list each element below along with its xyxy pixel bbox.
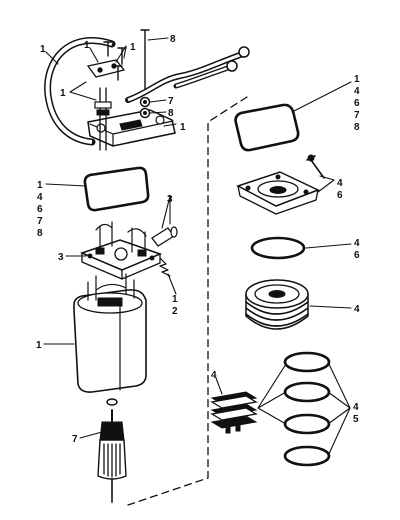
callout-c17: 6 — [354, 250, 360, 261]
callout-c02: 1 — [84, 40, 90, 51]
svg-text:7: 7 — [354, 110, 360, 121]
svg-text:8: 8 — [354, 122, 360, 133]
svg-text:4: 4 — [37, 192, 43, 203]
callout-c20: 4 — [211, 370, 217, 381]
callout-c14: 1 — [172, 294, 178, 305]
callout-c02b: 1 — [60, 88, 66, 99]
callout-c21: 4 — [353, 402, 359, 413]
brush-and-spring — [151, 226, 178, 277]
gasket-right — [234, 103, 300, 152]
svg-text:1: 1 — [354, 74, 360, 85]
callout-c22: 5 — [353, 414, 359, 425]
callout-c07: 1 — [180, 122, 186, 133]
callout-c03: 1 — [130, 42, 136, 53]
svg-text:1: 1 — [37, 180, 43, 191]
callout-c13: 3 — [58, 252, 64, 263]
brush-holder — [79, 221, 163, 280]
callout-c12: 3 — [167, 194, 173, 205]
callout-c01: 1 — [40, 44, 46, 55]
callout-c10: 4 — [337, 178, 343, 189]
callout-stack-left: 1 4 6 7 8 — [37, 180, 43, 239]
leader-lines — [43, 37, 352, 457]
svg-text:6: 6 — [354, 98, 360, 109]
callout-c16: 4 — [354, 238, 360, 249]
callout-stack-right: 1 4 6 7 8 — [354, 74, 360, 133]
dashed-boundary-line — [127, 96, 248, 506]
end-cap-assembly — [44, 29, 250, 151]
callout-c06: 8 — [168, 108, 174, 119]
clutch-pulley — [245, 279, 309, 330]
armature — [97, 398, 127, 503]
callout-labels: 1 1 1 8 7 8 1 1 1 4 6 7 8 1 4 6 7 8 4 6 … — [36, 34, 360, 445]
o-ring — [250, 236, 306, 260]
field-frame-housing — [73, 273, 147, 393]
svg-text:8: 8 — [37, 228, 43, 239]
svg-text:6: 6 — [37, 204, 43, 215]
brush-block — [210, 391, 258, 434]
callout-c18: 4 — [354, 304, 360, 315]
callout-c19: 1 — [36, 340, 42, 351]
callout-c04: 8 — [170, 34, 176, 45]
callout-c11: 6 — [337, 190, 343, 201]
callout-c15: 2 — [172, 306, 178, 317]
callout-c05: 7 — [168, 96, 174, 107]
end-plate — [236, 171, 320, 215]
svg-text:7: 7 — [37, 216, 43, 227]
callout-c23: 7 — [72, 434, 78, 445]
spacer-rings — [283, 351, 331, 467]
svg-text:4: 4 — [354, 86, 360, 97]
gasket-left — [83, 166, 150, 212]
